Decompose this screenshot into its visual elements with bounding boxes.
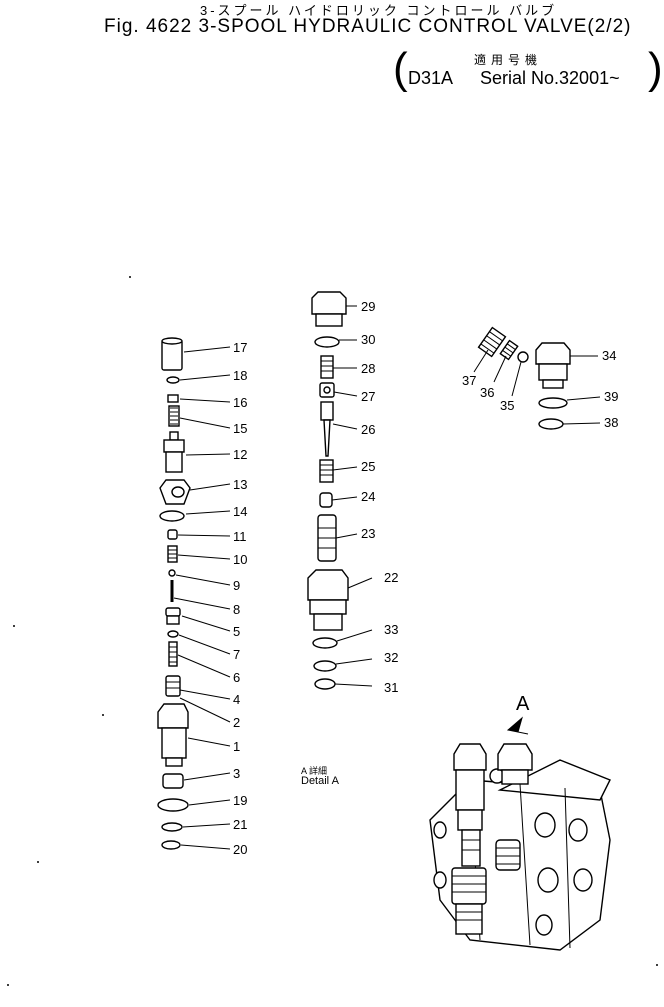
part-number: 10 [233,552,247,567]
part-number: 21 [233,817,247,832]
model-code: D31A [408,68,454,88]
part-30-oring [314,336,340,348]
serial-range: Serial No.32001~ [480,68,620,88]
part-36-spring [499,339,519,361]
part-number: 26 [361,422,375,437]
part-number: 31 [384,680,398,695]
applicability-bracket-open: ( [393,44,408,93]
part-number: 16 [233,395,247,410]
part-18-ring [166,376,180,384]
part-number: 23 [361,526,375,541]
part-number: 18 [233,368,247,383]
part-number: 13 [233,477,247,492]
part-21-oring [161,822,183,832]
part-35-ball [517,351,529,363]
leader-lines-right [473,349,601,425]
scan-artifacts [7,276,658,986]
part-29-plug [311,291,347,327]
part-number: 15 [233,421,247,436]
part-number: 4 [233,692,240,707]
part-number: 22 [384,570,398,585]
part-number: 32 [384,650,398,665]
part-number: 2 [233,715,240,730]
part-number: 28 [361,361,375,376]
part-number: 39 [604,389,618,404]
part-7-ring [167,630,179,638]
part-number: 17 [233,340,247,355]
part-34-plug [535,342,571,389]
part-26-needle [320,401,334,457]
applicable-model-label-jp: 適用号機 [474,53,543,67]
part-11-seat [167,529,178,540]
part-number: 25 [361,459,375,474]
part-3-nut [162,773,184,789]
part-32-oring [313,660,337,672]
part-number: 38 [604,415,618,430]
part-number: 33 [384,622,398,637]
part-number: 29 [361,299,375,314]
part-number: 34 [602,348,616,363]
applicability-bracket-close: ) [648,44,663,93]
part-number: 1 [233,739,240,754]
valve-assembly-illustration [429,743,611,951]
part-number: 24 [361,489,375,504]
leader-lines-center [331,305,373,687]
part-number: 11 [233,529,247,544]
part-20-oring [161,840,181,850]
part-number: 35 [500,398,514,413]
part-23-spool [317,514,337,562]
part-4-sleeve [165,675,181,697]
part-25-spring [319,459,334,483]
part-39-oring [538,397,568,409]
part-22-valve-body [307,569,349,631]
part-19-oring [157,798,189,812]
part-number: 20 [233,842,247,857]
part-number: 3 [233,766,240,781]
part-37-spring [477,326,507,358]
part-24-piston [319,492,333,508]
part-number: 36 [480,385,494,400]
part-14-oring [159,510,185,522]
part-number: 12 [233,447,247,462]
part-13-nut [159,479,191,505]
part-number: 14 [233,504,247,519]
part-number: 19 [233,793,247,808]
part-33-oring [312,637,338,649]
part-17-cap [161,337,183,371]
part-15-spring [168,405,180,427]
part-2-1-valve-body [157,703,189,767]
part-27-nut [319,382,335,398]
figure-title: Fig. 4622 3-SPOOL HYDRAULIC CONTROL VALV… [104,16,632,37]
part-number: 8 [233,602,240,617]
part-numbers-left: 17 18 16 15 12 13 14 11 10 9 8 5 7 6 4 2… [233,340,247,857]
part-number: 27 [361,389,375,404]
part-numbers-right: 37 36 35 34 39 38 [462,348,618,430]
part-number: 37 [462,373,476,388]
part-number: 30 [361,332,375,347]
japanese-title: 3-スプール ハイドロリック コントロール バルブ [200,3,558,18]
detail-arrow-icon [506,716,529,735]
part-number: 5 [233,624,240,639]
detail-label-jp: A 詳細 [301,766,328,776]
part-6-spring [168,641,178,667]
part-16-nut [167,394,179,403]
leader-lines-left [173,346,231,850]
part-5-plug [165,607,181,625]
part-31-oring [314,678,336,690]
part-9-ball [168,569,176,577]
detail-label: Detail A [301,775,339,787]
part-numbers-center: 29 30 28 27 26 25 24 23 22 33 32 31 [361,299,398,695]
detail-arrow-letter: A [516,693,530,715]
part-28-spring [320,355,334,379]
part-10-spring [167,545,178,563]
part-12-plug [163,431,185,473]
part-number: 6 [233,670,240,685]
part-number: 9 [233,578,240,593]
part-38-oring [538,418,564,430]
part-number: 7 [233,647,240,662]
